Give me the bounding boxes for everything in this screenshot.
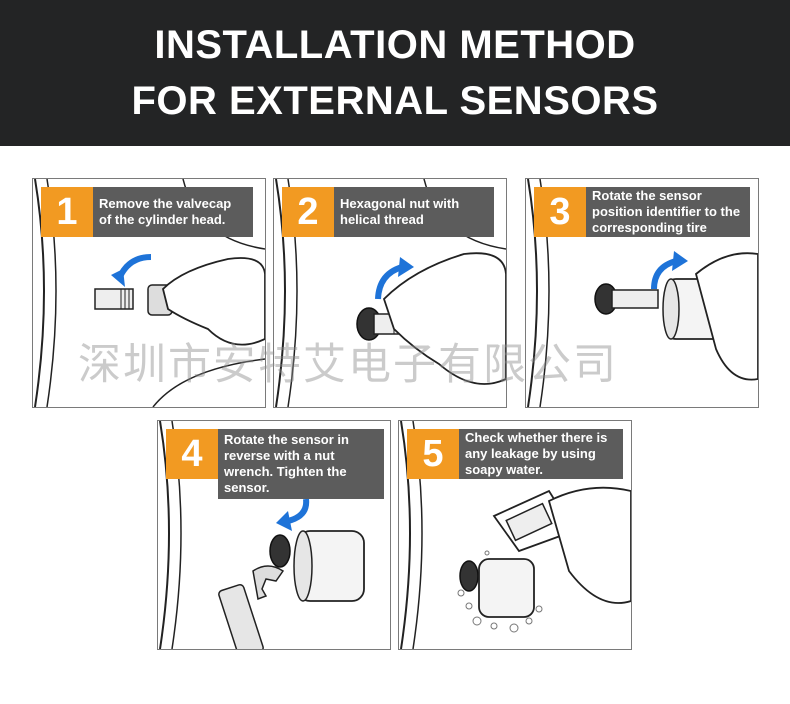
step-5-badge: 5 Check whether there is any leakage by … xyxy=(407,429,623,479)
step-4-illustration xyxy=(159,421,365,649)
step-1-number: 1 xyxy=(41,187,93,237)
step-3-badge: 3 Rotate the sensor position identifier … xyxy=(534,187,750,237)
title-line-1: INSTALLATION METHOD xyxy=(154,23,636,67)
step-3-panel: 3 Rotate the sensor position identifier … xyxy=(525,178,759,408)
step-1-badge: 1 Remove the valvecap of the cylinder he… xyxy=(41,187,253,237)
step-2-number: 2 xyxy=(282,187,334,237)
step-2-illustration xyxy=(275,179,506,407)
title-line-2: FOR EXTERNAL SENSORS xyxy=(131,79,659,123)
step-4-text: Rotate the sensor in reverse with a nut … xyxy=(218,429,384,499)
step-2-badge: 2 Hexagonal nut with helical thread xyxy=(282,187,494,237)
step-3-number: 3 xyxy=(534,187,586,237)
step-5-text: Check whether there is any leakage by us… xyxy=(459,429,623,479)
step-5-panel: 5 Check whether there is any leakage by … xyxy=(398,420,632,650)
step-4-panel: 4 Rotate the sensor in reverse with a nu… xyxy=(157,420,391,650)
step-1-text: Remove the valvecap of the cylinder head… xyxy=(93,187,253,237)
step-5-illustration xyxy=(400,421,631,649)
company-watermark: 深圳市安特艾电子有限公司 xyxy=(78,340,618,390)
step-1-panel: 1 Remove the valvecap of the cylinder he… xyxy=(32,178,266,408)
step-4-number: 4 xyxy=(166,429,218,479)
step-4-badge: 4 Rotate the sensor in reverse with a nu… xyxy=(166,429,384,499)
step-2-panel: 2 Hexagonal nut with helical thread xyxy=(273,178,507,408)
step-2-text: Hexagonal nut with helical thread xyxy=(334,187,494,237)
step-5-number: 5 xyxy=(407,429,459,479)
title-banner: INSTALLATION METHOD FOR EXTERNAL SENSORS xyxy=(0,0,790,146)
step-3-text: Rotate the sensor position identifier to… xyxy=(586,187,750,237)
step-3-illustration xyxy=(527,179,758,407)
